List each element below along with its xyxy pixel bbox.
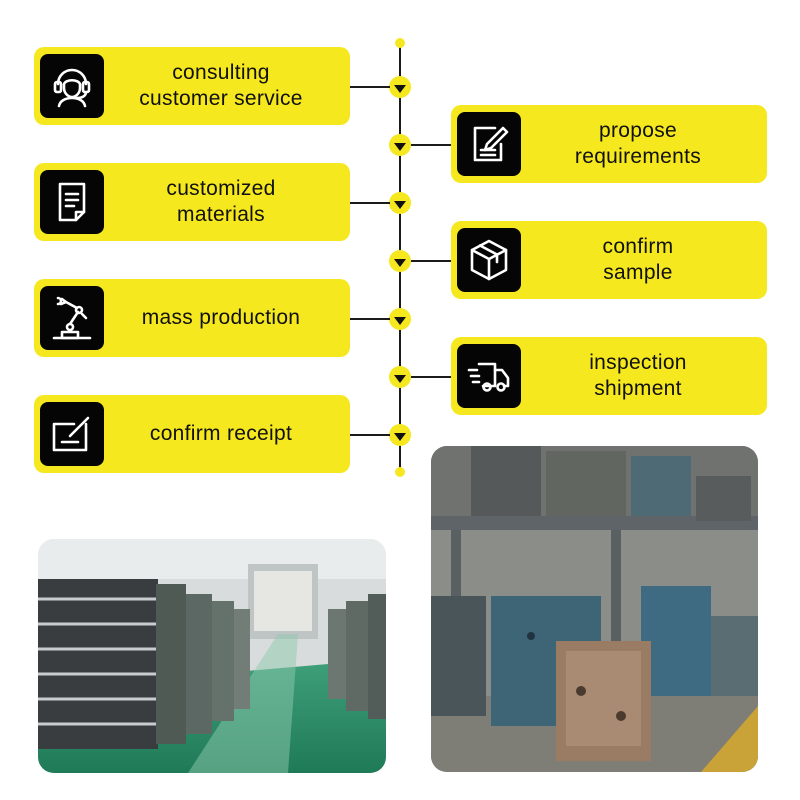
- step-card-consulting: consulting customer service: [34, 47, 350, 125]
- connector-line: [350, 434, 390, 436]
- step-card-customized-materials: customized materials: [34, 163, 350, 241]
- step-card-confirm-receipt: confirm receipt: [34, 395, 350, 473]
- step-label: inspection shipment: [589, 351, 687, 400]
- headset-agent-icon: [40, 54, 104, 118]
- step-card-mass-production: mass production: [34, 279, 350, 357]
- timeline-marker: [389, 250, 411, 272]
- timeline-end-dot: [395, 467, 405, 477]
- timeline-marker: [389, 192, 411, 214]
- mold-storage-photo: [431, 446, 758, 772]
- step-card-confirm-sample: confirm sample: [451, 221, 767, 299]
- sign-pad-icon: [40, 402, 104, 466]
- timeline-marker: [389, 366, 411, 388]
- step-card-propose-requirements: propose requirements: [451, 105, 767, 183]
- delivery-truck-icon: [457, 344, 521, 408]
- step-label: consulting customer service: [139, 61, 303, 110]
- connector-line: [350, 202, 390, 204]
- timeline-marker: [389, 308, 411, 330]
- warehouse-photo: [38, 539, 386, 773]
- step-label: propose requirements: [574, 119, 702, 168]
- step-label: confirm sample: [602, 235, 674, 284]
- timeline-marker: [389, 76, 411, 98]
- connector-line: [350, 86, 390, 88]
- connector-line: [411, 144, 451, 146]
- step-label: customized materials: [166, 177, 276, 226]
- connector-line: [350, 318, 390, 320]
- timeline-marker: [389, 424, 411, 446]
- step-label: confirm receipt: [149, 422, 293, 445]
- document-icon: [40, 170, 104, 234]
- edit-document-icon: [457, 112, 521, 176]
- step-label: mass production: [141, 306, 301, 329]
- connector-line: [411, 260, 451, 262]
- robot-arm-icon: [40, 286, 104, 350]
- timeline-marker: [389, 134, 411, 156]
- package-box-icon: [457, 228, 521, 292]
- step-card-inspection-shipment: inspection shipment: [451, 337, 767, 415]
- connector-line: [411, 376, 451, 378]
- timeline-start-dot: [395, 38, 405, 48]
